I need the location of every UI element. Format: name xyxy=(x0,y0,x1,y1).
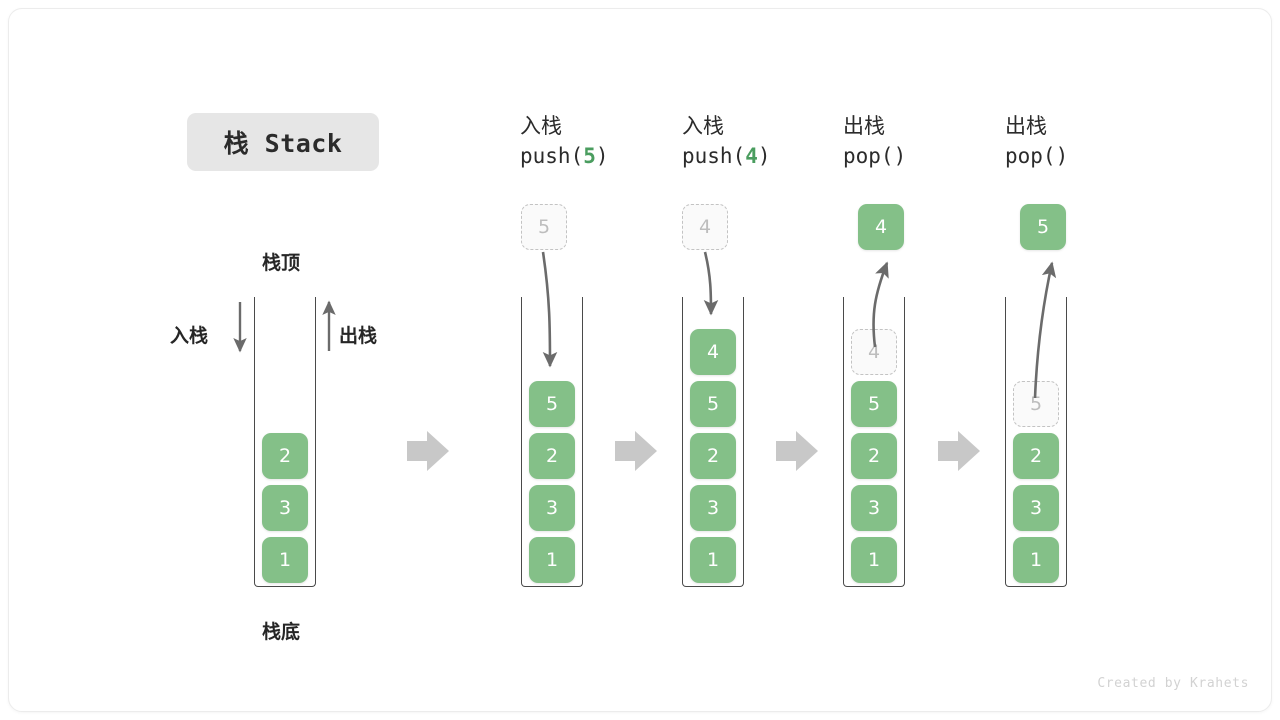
diagram-title: 栈 Stack xyxy=(187,113,379,171)
push-direction-label: 入栈 xyxy=(170,325,209,347)
floating-cell-push-4: 4 xyxy=(682,204,728,250)
stack-cell: 2 xyxy=(262,433,308,479)
diagram-stage: 栈 Stack 栈顶 栈底 入栈 出栈 2 3 1 入栈 push(5) 5 5… xyxy=(9,9,1271,711)
stack-cell: 4 xyxy=(690,329,736,375)
operation-cn-label: 入栈 xyxy=(520,114,562,138)
stack-walls xyxy=(521,297,583,587)
stack-cell: 1 xyxy=(529,537,575,583)
stack-cell: 3 xyxy=(529,485,575,531)
operation-cn-label: 出栈 xyxy=(1005,114,1047,138)
operation-label-pop-5: 出栈 pop() xyxy=(1005,111,1068,172)
operation-cn-label: 入栈 xyxy=(682,114,724,138)
stack-walls xyxy=(254,297,316,587)
floating-cell-pop-4: 4 xyxy=(858,204,904,250)
stack-initial: 2 3 1 xyxy=(254,297,316,587)
stack-top-label: 栈顶 xyxy=(262,252,301,274)
pop-direction-label: 出栈 xyxy=(339,325,378,347)
stack-cell: 2 xyxy=(529,433,575,479)
stack-cell: 2 xyxy=(1013,433,1059,479)
stage-block-arrow xyxy=(615,431,657,471)
stack-walls xyxy=(1005,297,1067,587)
stack-cell: 5 xyxy=(690,381,736,427)
stack-walls xyxy=(682,297,744,587)
stack-cell: 2 xyxy=(851,433,897,479)
stack-cell-ghost: 5 xyxy=(1013,381,1059,427)
stack-cell: 3 xyxy=(690,485,736,531)
stack-after-pop-4: 4 5 2 3 1 xyxy=(843,297,905,587)
diagram-canvas: 栈 Stack 栈顶 栈底 入栈 出栈 2 3 1 入栈 push(5) 5 5… xyxy=(8,8,1272,712)
stack-after-pop-5: 5 2 3 1 xyxy=(1005,297,1067,587)
operation-label-push-4: 入栈 push(4) xyxy=(682,111,771,172)
stack-cell: 1 xyxy=(851,537,897,583)
floating-cell-pop-5: 5 xyxy=(1020,204,1066,250)
operation-cn-label: 出栈 xyxy=(843,114,885,138)
operation-code-suffix: ) xyxy=(893,144,907,169)
operation-label-pop-4: 出栈 pop() xyxy=(843,111,906,172)
stage-block-arrow xyxy=(776,431,818,471)
operation-code-prefix: push( xyxy=(520,144,584,169)
operation-label-push-5: 入栈 push(5) xyxy=(520,111,609,172)
credit-text: Created by Krahets xyxy=(1097,676,1249,691)
operation-code-suffix: ) xyxy=(595,144,609,169)
floating-cell-push-5: 5 xyxy=(521,204,567,250)
operation-code-prefix: pop( xyxy=(1005,144,1056,169)
stack-cell: 3 xyxy=(262,485,308,531)
stack-cell: 2 xyxy=(690,433,736,479)
stack-after-push-5: 5 2 3 1 xyxy=(521,297,583,587)
operation-code-suffix: ) xyxy=(1055,144,1069,169)
stack-cell: 3 xyxy=(851,485,897,531)
stack-walls xyxy=(843,297,905,587)
stack-cell-ghost: 4 xyxy=(851,329,897,375)
operation-code-prefix: push( xyxy=(682,144,746,169)
stack-bottom-label: 栈底 xyxy=(262,621,301,643)
stack-cell: 1 xyxy=(262,537,308,583)
operation-code-suffix: ) xyxy=(757,144,771,169)
operation-code-prefix: pop( xyxy=(843,144,894,169)
operation-code-arg: 4 xyxy=(745,144,758,169)
stack-cell: 5 xyxy=(851,381,897,427)
stage-block-arrow xyxy=(938,431,980,471)
stack-cell: 3 xyxy=(1013,485,1059,531)
stack-cell: 1 xyxy=(1013,537,1059,583)
stack-after-push-4: 4 5 2 3 1 xyxy=(682,297,744,587)
stack-cell: 5 xyxy=(529,381,575,427)
stage-block-arrow xyxy=(407,431,449,471)
operation-code-arg: 5 xyxy=(583,144,596,169)
stack-cell: 1 xyxy=(690,537,736,583)
